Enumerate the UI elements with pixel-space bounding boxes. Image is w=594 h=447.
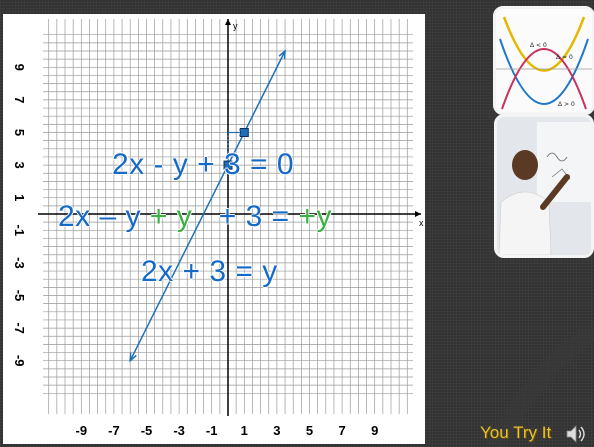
y-tick-label: 3 xyxy=(12,161,27,168)
y-tick-label: 1 xyxy=(12,194,27,201)
line-arrow-bottom xyxy=(129,352,137,363)
decorative-swirl xyxy=(487,330,594,447)
you-try-it-label[interactable]: You Try It xyxy=(480,423,552,442)
equation-add-y-step: 2x – y + y + 3 = +y xyxy=(58,200,332,234)
equation-standard-form-text: 2x - y + 3 = 0 xyxy=(112,148,295,181)
y-tick-label: -7 xyxy=(12,322,27,334)
run-arrowhead xyxy=(238,128,246,137)
x-tick-label: -9 xyxy=(76,423,88,438)
y-tick-label: -5 xyxy=(12,290,27,302)
x-tick-label: 5 xyxy=(306,423,313,438)
y-axis-label: y xyxy=(233,21,238,31)
parabola-discriminant-image: Δ < 0 Δ = 0 Δ > 0 xyxy=(493,6,594,115)
speaker-icon[interactable] xyxy=(565,424,587,444)
equation-slope-intercept: 2x + 3 = y xyxy=(141,255,278,289)
equation-step-added-y-left: + y xyxy=(149,200,193,233)
y-tick-label: 7 xyxy=(12,96,27,103)
equation-standard-form: 2x - y + 3 = 0 xyxy=(112,148,294,182)
teacher-illustration xyxy=(497,117,591,255)
x-tick-label: -5 xyxy=(141,423,153,438)
parabola-label-negative: Δ < 0 xyxy=(530,42,547,49)
x-tick-label: 1 xyxy=(241,423,248,438)
equation-step-part-3: + 3 = xyxy=(192,200,299,233)
equation-step-added-y-right: +y xyxy=(298,200,332,233)
line-y-equals-2x-plus-3 xyxy=(129,50,286,362)
coordinate-graph: x y -9 -7 -5 -3 -1 1 3 5 7 9 9 7 5 3 1 -1 -3 -5 -7 -9 xyxy=(3,14,425,444)
x-tick-label: -3 xyxy=(173,423,185,438)
parabola-label-positive: Δ > 0 xyxy=(558,101,575,108)
x-tick-label: 3 xyxy=(273,423,280,438)
x-tick-label: -7 xyxy=(108,423,120,438)
y-tick-label: -9 xyxy=(12,355,27,367)
x-tick-label: -1 xyxy=(206,423,218,438)
equation-step-part-1: 2x – y xyxy=(58,200,150,233)
x-tick-label: 9 xyxy=(371,423,378,438)
parabola-illustration: Δ < 0 Δ = 0 Δ > 0 xyxy=(496,16,592,110)
y-tick-label: -3 xyxy=(12,257,27,269)
teacher-at-whiteboard-photo xyxy=(494,114,594,258)
parabola-label-zero: Δ = 0 xyxy=(556,54,573,61)
graph-svg: x y -9 -7 -5 -3 -1 1 3 5 7 9 9 7 5 3 1 -1 -3 -5 -7 -9 xyxy=(12,19,424,438)
y-axis-arrow xyxy=(225,19,231,25)
x-axis-label: x xyxy=(419,218,424,228)
y-tick-label: 5 xyxy=(12,129,27,136)
y-tick-label: -1 xyxy=(12,225,27,237)
x-tick-label: 7 xyxy=(338,423,345,438)
equation-slope-intercept-text: 2x + 3 = y xyxy=(141,255,278,288)
y-tick-label: 9 xyxy=(12,64,27,71)
x-axis-arrow xyxy=(415,211,421,217)
line-arrow-top xyxy=(278,49,286,60)
